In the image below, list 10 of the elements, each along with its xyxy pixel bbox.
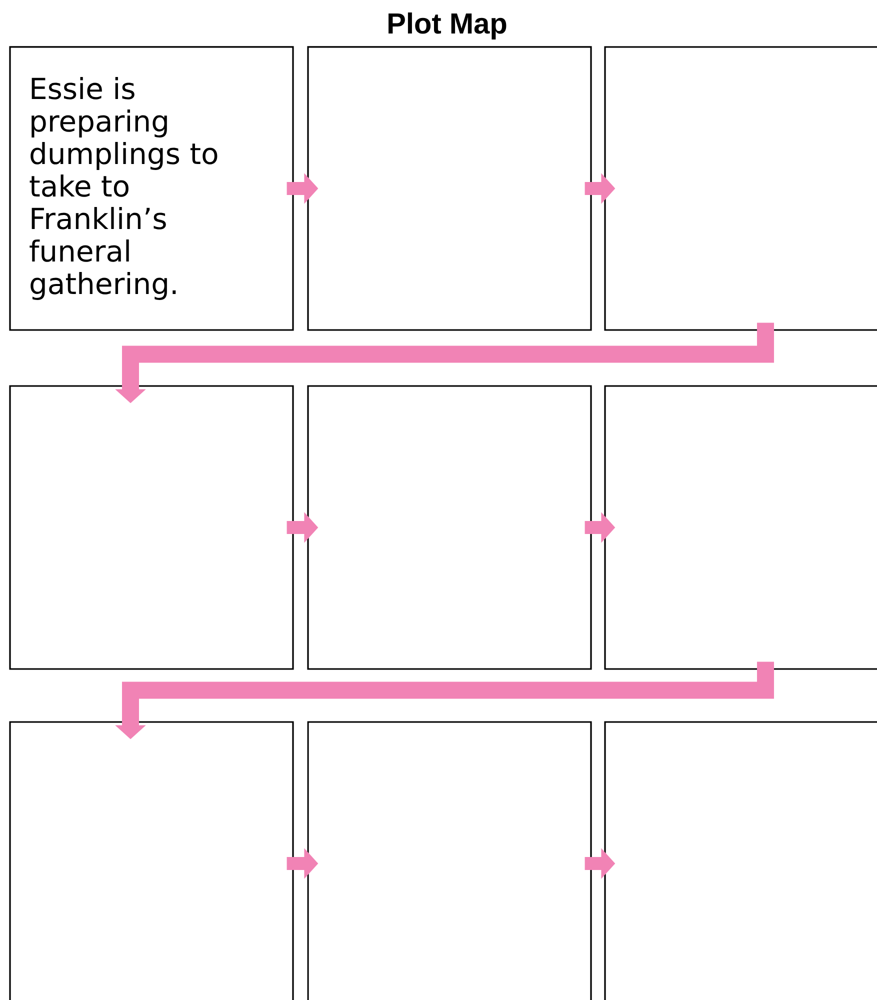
empty-box: [307, 721, 592, 1000]
empty-box: [604, 385, 877, 670]
empty-box: [604, 46, 877, 331]
empty-box: [307, 385, 592, 670]
empty-box: [9, 385, 294, 670]
empty-box: [604, 721, 877, 1000]
empty-box: [307, 46, 592, 331]
empty-box: [9, 721, 294, 1000]
title: Plot Map: [388, 12, 506, 40]
text-box: Essie is preparing dumplings to take to Franklin’s funeral gathering.: [9, 46, 294, 331]
